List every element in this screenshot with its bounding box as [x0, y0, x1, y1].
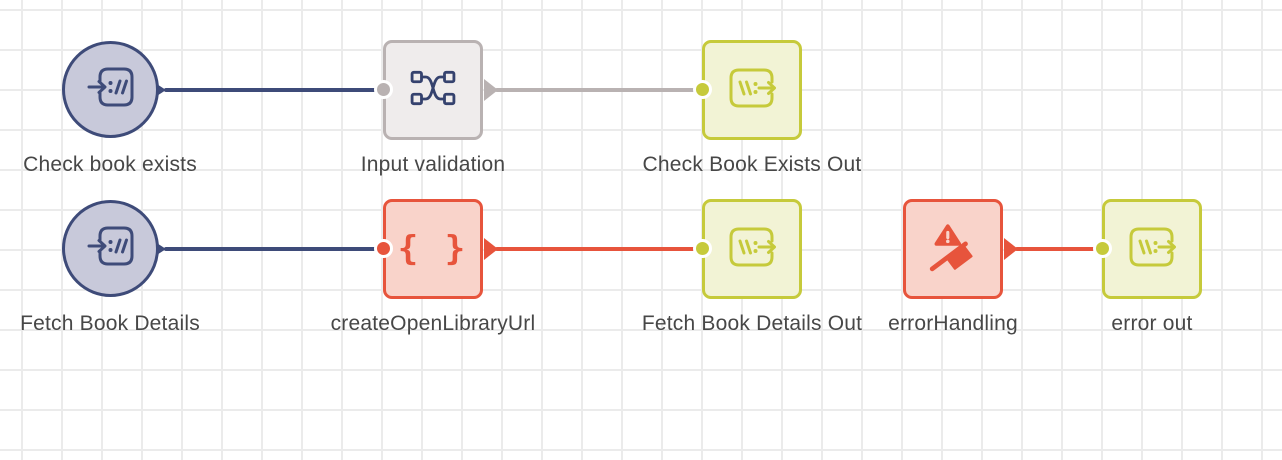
node-label: Check Book Exists Out [642, 153, 862, 176]
respond-webhook-icon [728, 67, 776, 114]
input-port[interactable] [374, 80, 393, 99]
shuffle-icon [410, 70, 456, 111]
input-port[interactable] [693, 80, 712, 99]
node-fetch-book-details[interactable] [62, 200, 159, 297]
connection-line[interactable] [1015, 246, 1096, 251]
connection-line[interactable] [164, 87, 378, 92]
webhook-icon [87, 225, 135, 272]
output-port-triangle[interactable] [1004, 237, 1018, 260]
input-port[interactable] [1093, 239, 1112, 258]
code-braces-icon: { } [397, 229, 469, 269]
input-port[interactable] [693, 239, 712, 258]
output-port-triangle[interactable] [484, 237, 498, 260]
node-fetch-book-details-out[interactable] [702, 199, 802, 299]
respond-webhook-icon [728, 226, 776, 273]
input-port[interactable] [374, 239, 393, 258]
node-label: Input validation [360, 153, 506, 176]
node-label: Fetch Book Details Out [641, 312, 863, 335]
node-input-validation[interactable] [383, 40, 483, 140]
connection-line[interactable] [164, 246, 378, 251]
node-label: error out [1111, 312, 1193, 335]
node-error-out[interactable] [1102, 199, 1202, 299]
node-label: createOpenLibraryUrl [330, 312, 536, 335]
connection-line[interactable] [495, 246, 698, 251]
respond-webhook-icon [1128, 226, 1176, 273]
connection-line[interactable] [495, 87, 698, 92]
webhook-icon [87, 66, 135, 113]
node-label: Fetch Book Details [20, 312, 200, 335]
node-check-book-exists[interactable] [62, 41, 159, 138]
output-port-triangle[interactable] [484, 78, 498, 101]
error-flag-icon [928, 222, 978, 277]
node-create-open-library-url[interactable]: { } [383, 199, 483, 299]
node-label: Check book exists [23, 153, 197, 176]
node-error-handling[interactable] [903, 199, 1003, 299]
node-check-book-exists-out[interactable] [702, 40, 802, 140]
node-label: errorHandling [888, 312, 1018, 335]
